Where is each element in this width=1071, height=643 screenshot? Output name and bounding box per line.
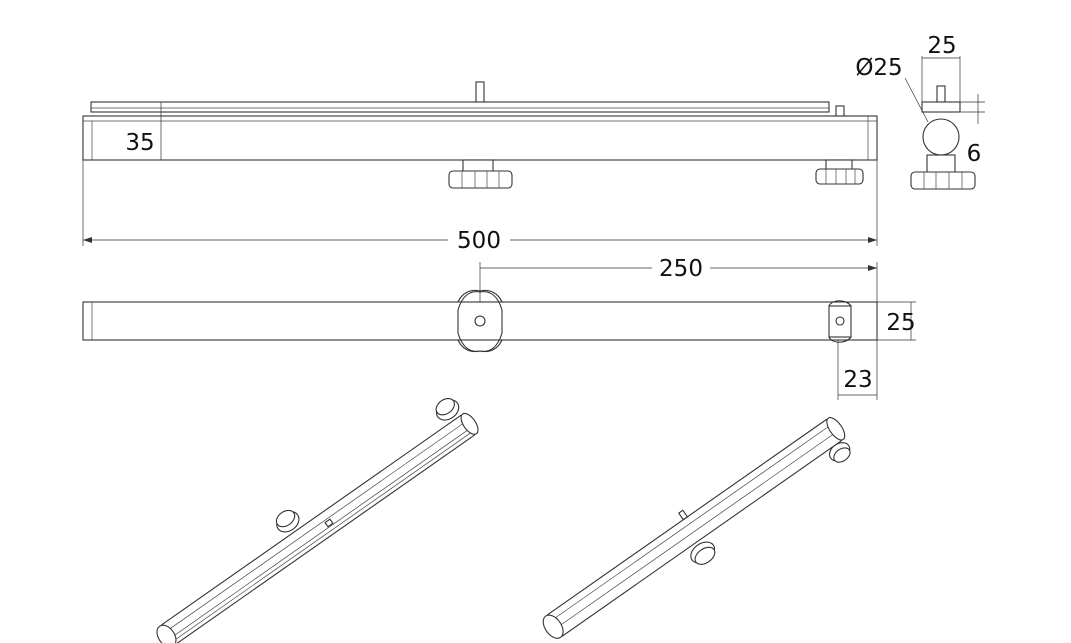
half-length-dim-label: 250 <box>659 256 703 282</box>
center-pin <box>475 81 485 103</box>
right-knob <box>815 159 864 185</box>
center-hole <box>474 315 486 327</box>
top-knob-outline <box>457 291 503 352</box>
ball-joint <box>922 118 960 156</box>
end-block <box>828 305 852 338</box>
length-dim-label: 500 <box>457 228 501 254</box>
isometric-view-right <box>542 417 851 639</box>
isometric-view-left <box>156 398 479 643</box>
end-view: 25 Ø25 6 <box>855 33 985 190</box>
ball-diameter-label: Ø25 <box>855 55 902 81</box>
left-knob <box>448 159 513 189</box>
end-pin <box>835 105 845 117</box>
ball-width-label: 25 <box>927 33 956 59</box>
pin-height-label: 6 <box>967 141 982 167</box>
height-dim-label: 35 <box>125 130 154 156</box>
width-dim-label: 25 <box>886 310 915 336</box>
top-view: 250 25 23 <box>82 254 916 400</box>
top-rail <box>90 101 830 113</box>
front-view: 35 500 <box>82 81 878 254</box>
end-width-dim-label: 23 <box>843 367 872 393</box>
main-bar <box>82 115 878 161</box>
